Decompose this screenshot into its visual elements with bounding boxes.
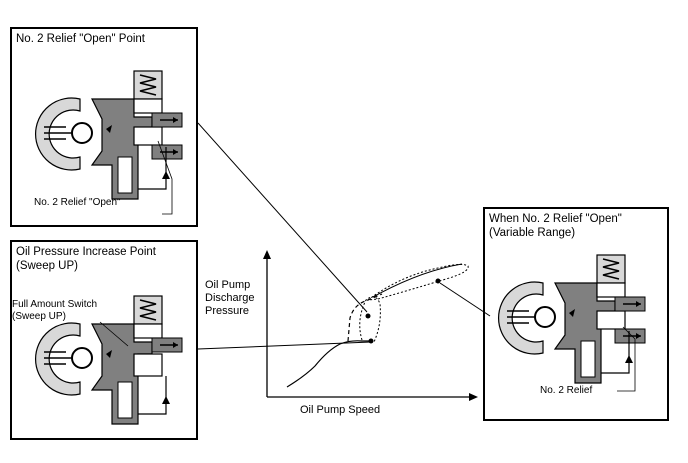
relief-open-callout: No. 2 Relief "Open" bbox=[34, 197, 121, 208]
variable-range-loop bbox=[366, 263, 469, 301]
y-axis-label: Oil Pump Discharge Pressure bbox=[205, 279, 255, 317]
relief-open-panel: No. 2 Relief "Open" Point No. 2 Relief "… bbox=[10, 27, 198, 227]
x-axis-arrow bbox=[469, 393, 478, 401]
pressure-increase-panel: Oil Pressure Increase Point (Sweep UP) F… bbox=[10, 240, 198, 440]
pressure-increase-title: Oil Pressure Increase Point (Sweep UP) bbox=[16, 246, 156, 272]
variable-range-title: When No. 2 Relief "Open" (Variable Range… bbox=[489, 213, 622, 239]
point-sweep-up bbox=[368, 338, 374, 344]
variable-range-panel: When No. 2 Relief "Open" (Variable Range… bbox=[483, 207, 669, 421]
pressure-curve bbox=[286, 340, 371, 388]
relief-open-title: No. 2 Relief "Open" Point bbox=[16, 33, 145, 45]
leader-pressure-increase bbox=[197, 341, 372, 350]
point-relief-open bbox=[365, 313, 371, 319]
sweep-up-dashed bbox=[347, 293, 383, 342]
pump-body bbox=[90, 98, 153, 200]
variable-range-upper bbox=[372, 263, 463, 298]
full-amount-switch-callout: Full Amount Switch (Sweep UP) bbox=[12, 299, 98, 322]
y-axis-arrow bbox=[263, 250, 271, 259]
pump-diagram-1 bbox=[35, 70, 183, 215]
x-axis-label: Oil Pump Speed bbox=[300, 404, 381, 416]
pump-diagram-2 bbox=[35, 295, 183, 425]
no2-relief-callout: No. 2 Relief bbox=[540, 385, 593, 396]
dotted-ellipse-small bbox=[359, 296, 381, 343]
pump-diagram-3 bbox=[498, 254, 646, 392]
point-variable-range bbox=[435, 278, 441, 284]
pump-rotor-shape bbox=[35, 97, 81, 171]
